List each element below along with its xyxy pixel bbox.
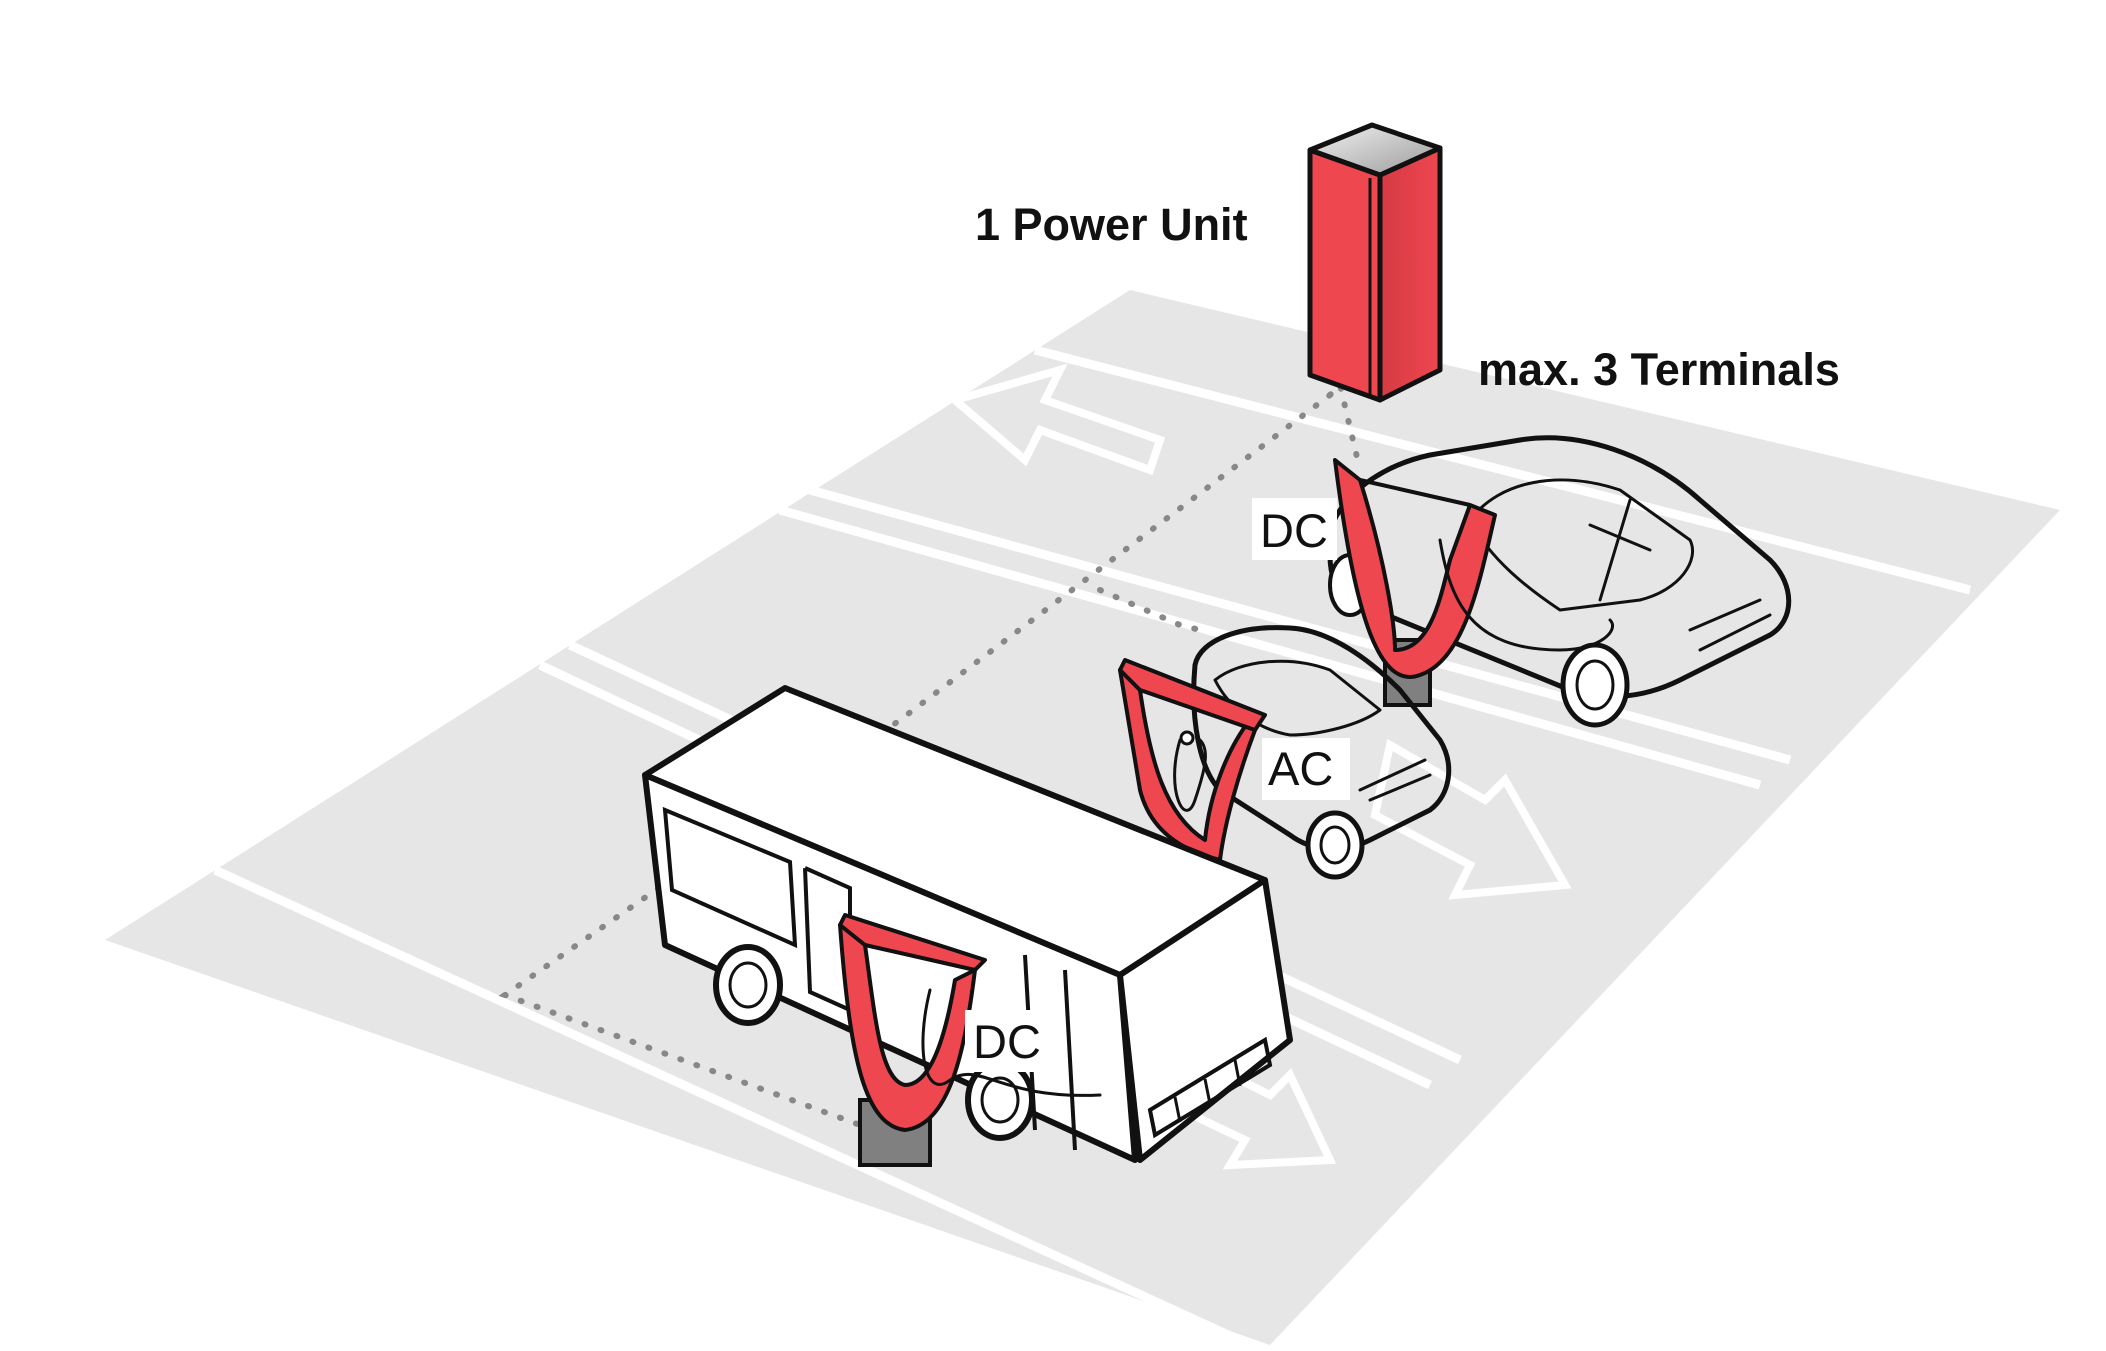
- charging-cable: [1438, 538, 1614, 652]
- small-car-grille: [1358, 758, 1432, 802]
- bus-rear-wheel-hub: [728, 961, 768, 1009]
- bus-front-grille: [1147, 1036, 1273, 1139]
- bus-grille-bar: [1203, 1078, 1212, 1105]
- charging-plug: [1179, 730, 1195, 746]
- bus-grille-bar: [1173, 1096, 1182, 1123]
- stall-line: [213, 865, 1252, 1350]
- small-car: [1191, 625, 1452, 880]
- terminal-arch-top: [1118, 658, 1267, 732]
- lane-arrow-left-icon: [946, 363, 1166, 476]
- sports-car-tail: [1688, 598, 1772, 652]
- power-unit-side: [1377, 145, 1443, 403]
- bus-front: [1117, 877, 1293, 1163]
- terminal-small-car-label: AC: [1268, 742, 1333, 795]
- terminal-arch: [838, 923, 977, 1132]
- power-unit-label: 1 Power Unit: [975, 199, 1248, 250]
- charging-terminal-bus-icon: DC: [838, 913, 1102, 1167]
- sports-car-rear-wheel-hub: [1575, 659, 1615, 711]
- sports-car-window: [1588, 498, 1652, 602]
- small-car-body: [1191, 625, 1452, 852]
- sports-car-roof: [1468, 478, 1694, 612]
- terminal-arch: [1333, 458, 1497, 679]
- charging-cable: [1173, 738, 1207, 812]
- power-unit-cabinet-icon: [1307, 122, 1443, 403]
- bus-front-wheel-hub: [980, 1076, 1020, 1124]
- charging-cable: [921, 988, 1102, 1097]
- small-car-front-wheel-hub: [1319, 825, 1351, 865]
- terminal-arch-top: [838, 913, 987, 972]
- terminal-sports-car-label: DC: [1260, 504, 1328, 557]
- stall-line: [1033, 345, 1972, 595]
- terminal-arch-inner: [1359, 478, 1471, 507]
- lane-arrow-right-mid-icon: [1370, 738, 1572, 900]
- power-unit-top: [1307, 122, 1443, 178]
- terminal-label-bg: [1252, 498, 1337, 560]
- terminal-bus-label: DC: [973, 1015, 1041, 1068]
- terminals-label: max. 3 Terminals: [1478, 344, 1840, 395]
- stall-line: [808, 485, 1792, 765]
- charging-terminal-sports-car-icon: DC: [1252, 458, 1614, 707]
- bus-panel-line: [1063, 969, 1077, 1151]
- terminal-label-bg: [965, 1010, 1050, 1072]
- cable-route-small-car: [1097, 587, 1203, 633]
- bus-window: [662, 806, 798, 949]
- terminal-label-bg: [1262, 738, 1350, 800]
- bus-grille-bar: [1233, 1059, 1242, 1087]
- stall-line: [778, 505, 1762, 790]
- charging-terminal-small-car-icon: AC: [1118, 658, 1350, 862]
